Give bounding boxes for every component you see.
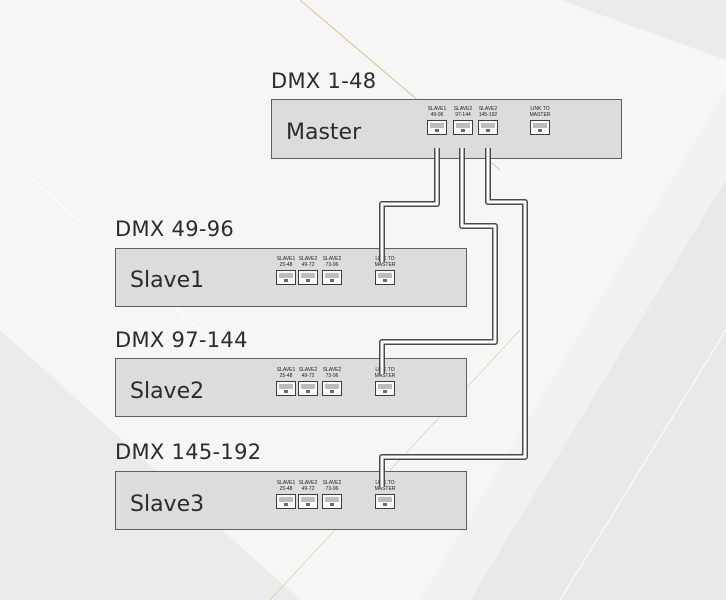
dmx-range-label-slave2: DMX 97-144 — [115, 328, 248, 352]
rj45-jack-icon — [478, 120, 498, 135]
rj45-jack-icon — [530, 120, 550, 135]
rj45-jack-icon — [453, 120, 473, 135]
dmx-range-label-slave3: DMX 145-192 — [115, 440, 262, 464]
rj45-jack-icon — [298, 381, 318, 396]
rj45-jack-icon — [276, 494, 296, 509]
rj45-jack-icon — [276, 270, 296, 285]
rj45-jack-icon — [298, 270, 318, 285]
dmx-range-label-master: DMX 1-48 — [271, 69, 377, 93]
rj45-jack-icon — [427, 120, 447, 135]
rj45-jack-icon — [276, 381, 296, 396]
unit-name-slave3: Slave3 — [130, 492, 205, 517]
rj45-jack-icon — [322, 494, 342, 509]
rj45-jack-icon — [298, 494, 318, 509]
unit-name-slave2: Slave2 — [130, 379, 205, 404]
rj45-jack-icon — [322, 270, 342, 285]
dmx-range-label-slave1: DMX 49-96 — [115, 217, 235, 241]
rj45-jack-icon — [375, 381, 395, 396]
rj45-jack-icon — [375, 270, 395, 285]
unit-name-master: Master — [286, 120, 362, 145]
rj45-jack-icon — [322, 381, 342, 396]
rj45-jack-icon — [375, 494, 395, 509]
unit-name-slave1: Slave1 — [130, 268, 205, 293]
